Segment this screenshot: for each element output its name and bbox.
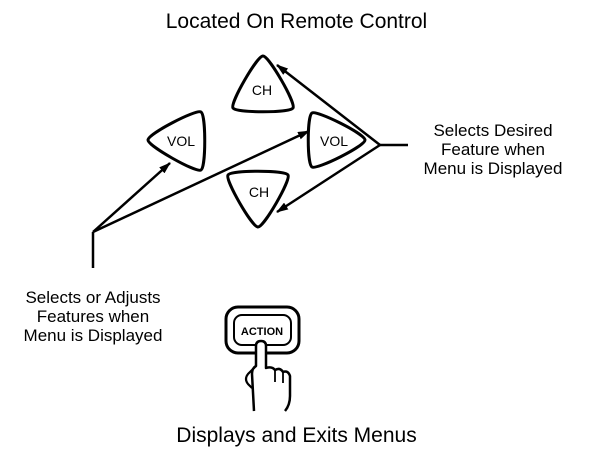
left-callout-text: Selects or Adjusts Features when Menu is… bbox=[2, 288, 184, 345]
right-callout-text: Selects Desired Feature when Menu is Dis… bbox=[408, 121, 578, 178]
action-label: ACTION bbox=[241, 326, 283, 338]
ch-up-label: CH bbox=[252, 82, 272, 98]
right-callout-line-2: Feature when bbox=[441, 140, 545, 160]
vol-left-button: VOL bbox=[146, 110, 207, 172]
left-callout-arrows bbox=[91, 129, 310, 268]
pointing-hand-icon bbox=[244, 339, 292, 412]
left-callout-line-1: Selects or Adjusts bbox=[25, 288, 161, 307]
ch-down-label: CH bbox=[249, 184, 269, 200]
diagram-caption: Displays and Exits Menus bbox=[176, 424, 417, 447]
vol-left-label: VOL bbox=[167, 133, 195, 149]
ch-down-button: CH bbox=[226, 169, 290, 229]
vol-right-label: VOL bbox=[320, 133, 348, 149]
diagram-title: Located On Remote Control bbox=[165, 10, 428, 33]
right-callout-line-3: Menu is Displayed bbox=[423, 159, 563, 179]
left-callout-line-2: Features when bbox=[36, 307, 150, 327]
vol-right-button: VOL bbox=[306, 111, 367, 169]
left-callout-line-3: Menu is Displayed bbox=[23, 326, 163, 346]
right-callout-arrows bbox=[276, 64, 408, 214]
right-callout-line-1: Selects Desired bbox=[433, 121, 553, 140]
ch-up-button: CH bbox=[231, 54, 295, 114]
